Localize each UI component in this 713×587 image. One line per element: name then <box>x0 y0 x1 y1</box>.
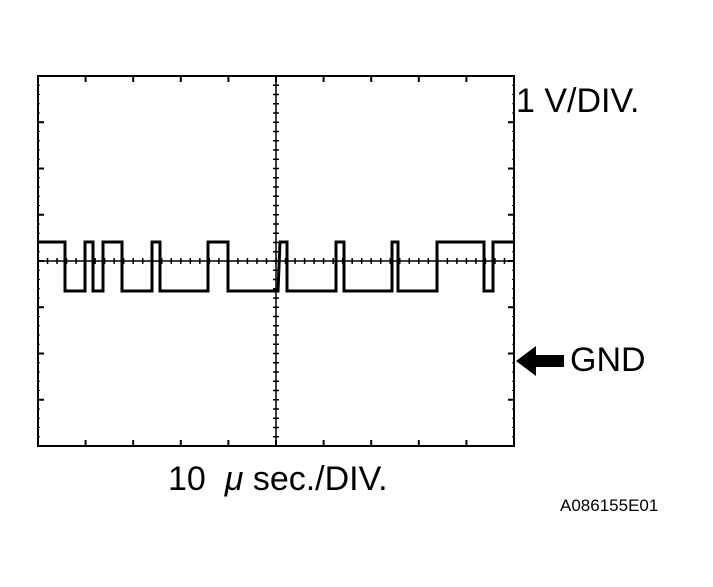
gnd-arrow-icon <box>516 346 564 376</box>
time-unit: sec./DIV. <box>252 460 388 498</box>
time-number: 10 <box>168 460 206 498</box>
micro-symbol: μ <box>224 460 244 498</box>
grid-ticks <box>37 75 515 447</box>
signal-waveform <box>38 240 514 293</box>
horizontal-scale-label: 10 μ sec./DIV. <box>168 460 388 499</box>
gnd-label: GND <box>570 341 646 379</box>
figure-id: A086155E01 <box>560 496 659 515</box>
vertical-scale-label: 1 V/DIV. <box>516 82 640 120</box>
